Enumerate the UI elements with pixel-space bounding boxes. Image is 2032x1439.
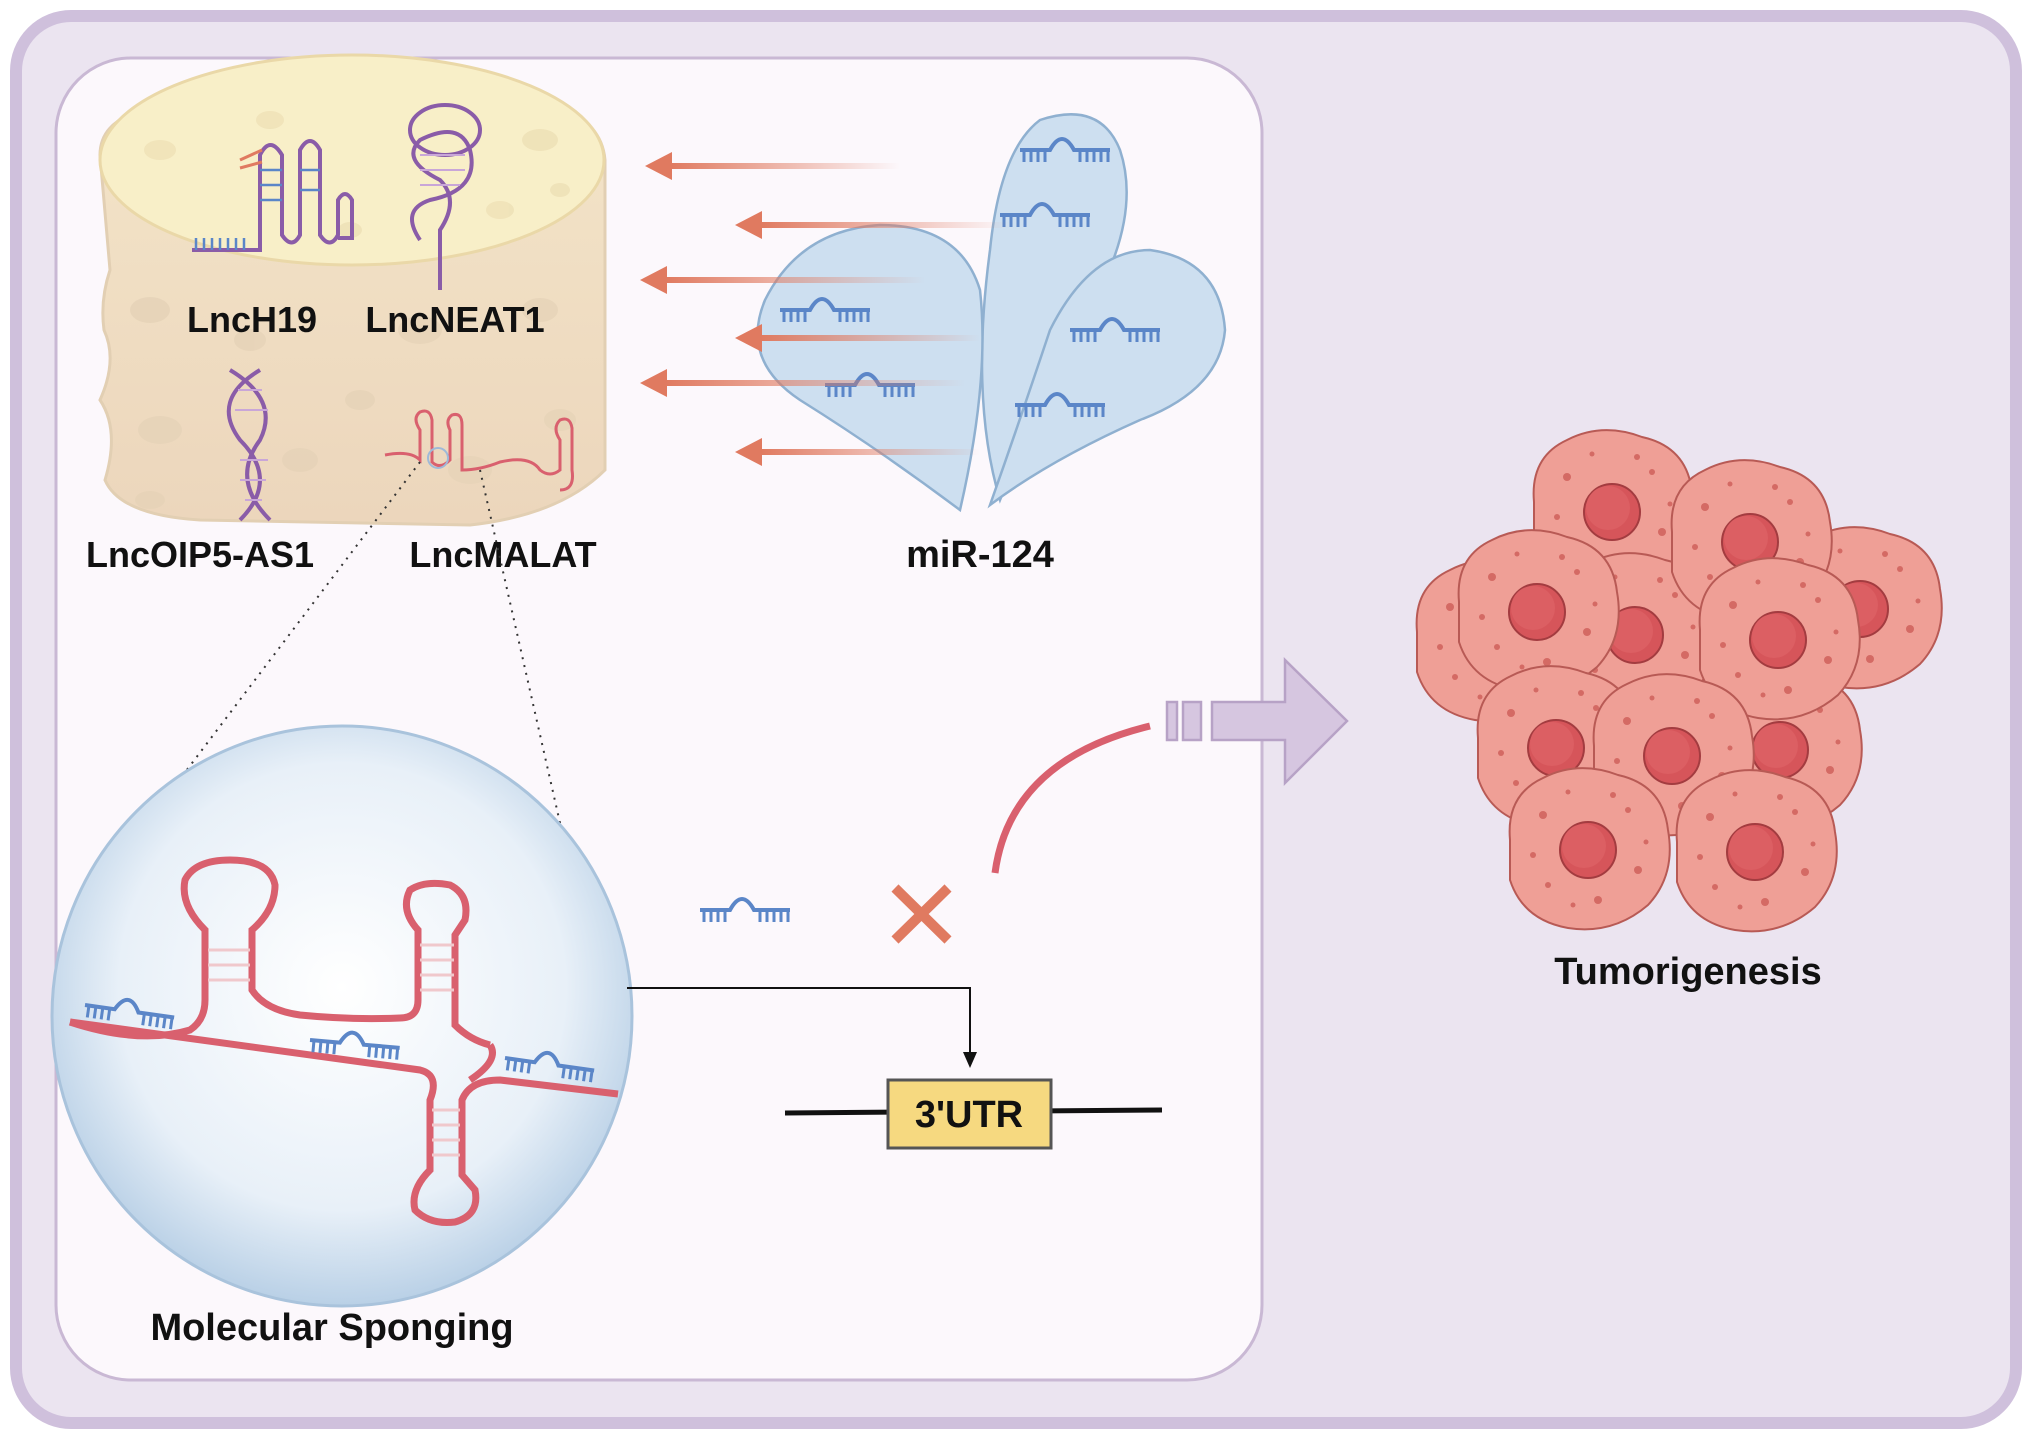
zoom-lines — [154, 461, 566, 846]
tissue-block — [98, 53, 607, 527]
connector-arrow — [627, 987, 977, 1068]
label-3utr: 3'UTR — [915, 1094, 1023, 1136]
label-tumorigenesis: Tumorigenesis — [1554, 951, 1821, 993]
label-molecular-sponging: Molecular Sponging — [150, 1307, 513, 1349]
lncmalat-structure — [384, 409, 574, 492]
lncneat1-structure — [408, 103, 482, 290]
sponge-sphere — [50, 724, 634, 1308]
utr-box — [886, 1078, 1053, 1150]
label-lnch19: LncH19 — [187, 299, 317, 340]
progression-arrow — [1165, 657, 1349, 787]
lncoip5-helix — [226, 368, 272, 522]
label-lncmalat: LncMALAT — [409, 534, 596, 575]
label-lncoip5: LncOIP5-AS1 — [86, 534, 314, 575]
label-lncneat1: LncNEAT1 — [365, 299, 544, 340]
lnch19-structure — [192, 139, 354, 252]
label-mir124: miR-124 — [906, 534, 1054, 576]
pathway-curve — [991, 722, 1151, 874]
mrna-line: 3'UTR — [784, 1078, 1163, 1150]
binding-arrows — [640, 152, 1010, 466]
block-x-icon — [891, 884, 952, 944]
